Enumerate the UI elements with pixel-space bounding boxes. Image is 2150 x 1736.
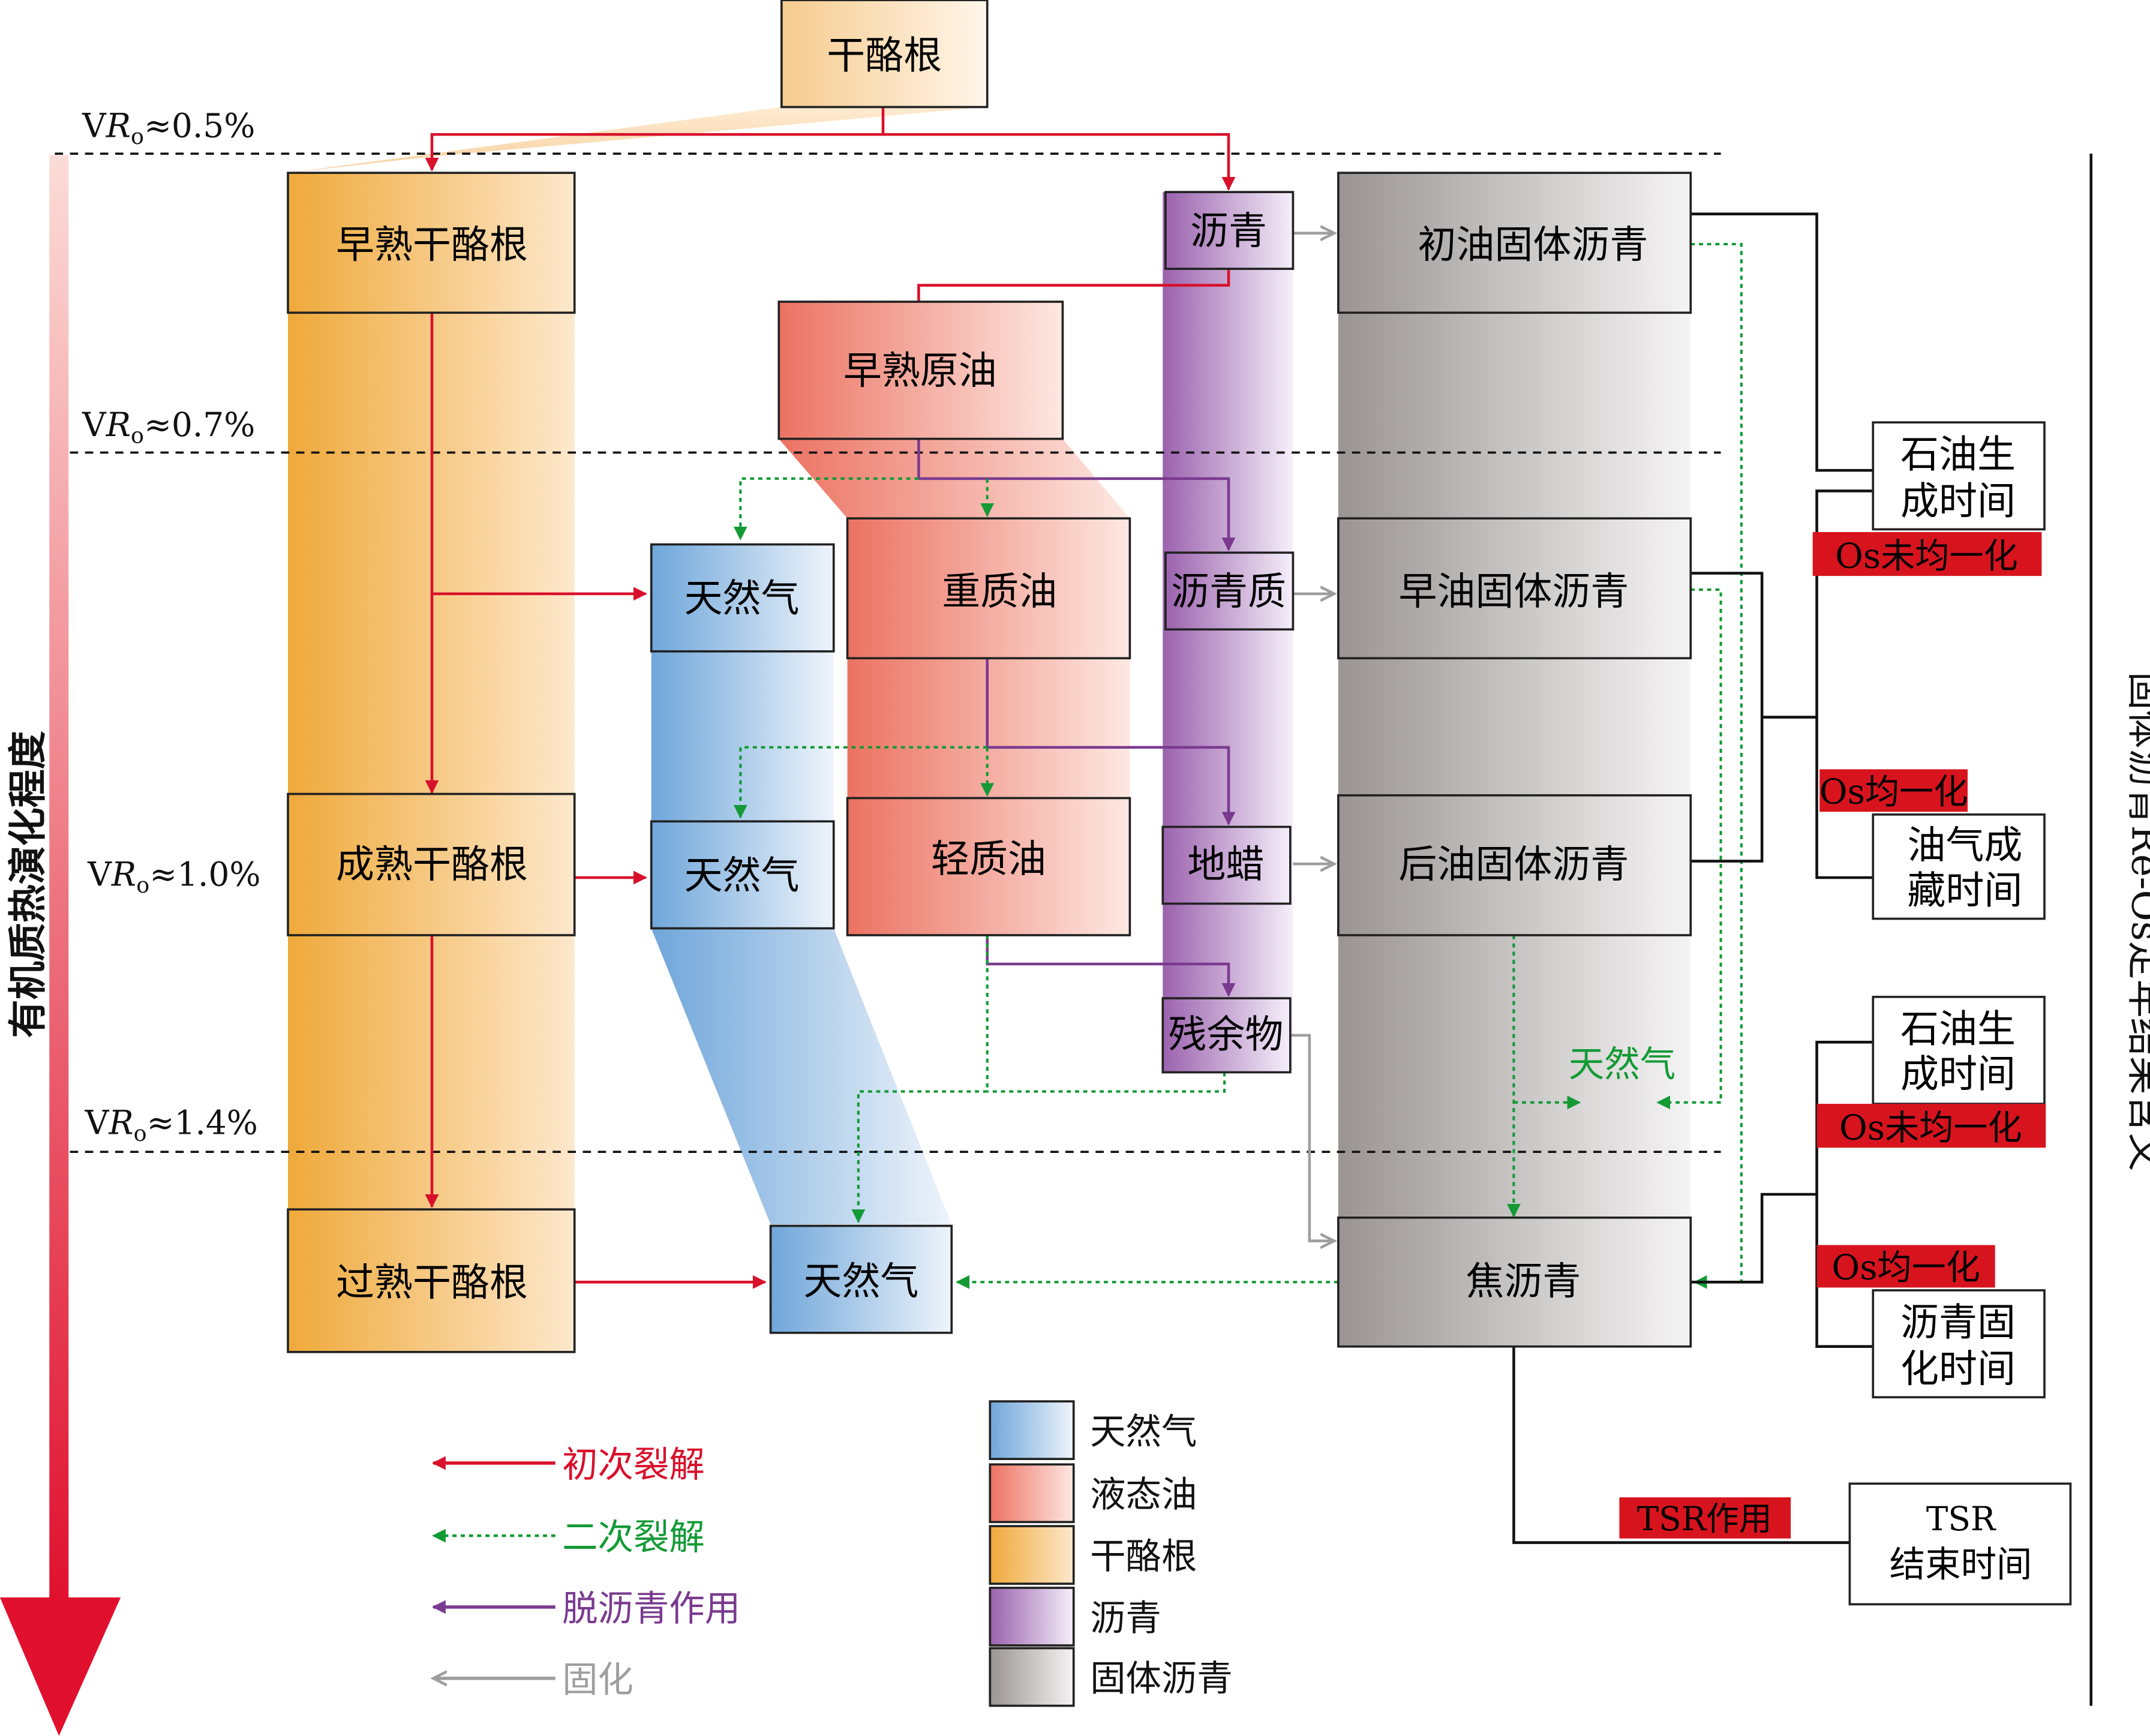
vr-label-07: VRo≈0.7%: [82, 406, 255, 448]
vr-label-14: VRo≈1.4%: [85, 1103, 258, 1146]
light-oil-box: 轻质油: [846, 797, 1131, 936]
late-solid-bitumen-box: 后油固体沥青: [1337, 794, 1692, 936]
solidification-line1: 沥青固: [1900, 1301, 2016, 1345]
initial-solid-bitumen-label: 初油固体沥青: [1418, 223, 1648, 268]
tag-os-homog-1-label: Os均一化: [1819, 773, 1968, 812]
legend-primary-cracking: 初次裂解: [562, 1444, 705, 1486]
asphaltene-box: 沥青质: [1164, 551, 1295, 631]
legend-solid-bitumen: 固体沥青: [1090, 1658, 1233, 1699]
legend-deasphalting: 脱沥青作用: [562, 1588, 740, 1630]
over-kerogen-label: 过熟干酪根: [336, 1261, 528, 1305]
tag-os-homogenized-2: Os均一化: [1816, 1245, 1995, 1288]
accumulation-line1: 油气成: [1907, 824, 2022, 868]
primary-cracking-arrows: [425, 107, 1236, 1289]
bitumen-box: 沥青: [1164, 191, 1295, 270]
wax-label: 地蜡: [1187, 843, 1264, 887]
gas-label-1: 天然气: [684, 577, 800, 621]
tsr-end-time-box: TSR 结束时间: [1848, 1482, 2072, 1606]
pyrobitumen-box: 焦沥青: [1337, 1217, 1692, 1348]
tag-os-not-homogenized-1: Os未均一化: [1812, 532, 2042, 576]
residue-label: 残余物: [1168, 1013, 1283, 1057]
tag-os-not-homog-2-label: Os未均一化: [1839, 1109, 2022, 1148]
accumulation-time-box: 油气成 藏时间: [1872, 813, 2046, 920]
evolution-axis-bar: [49, 155, 69, 1609]
gas-label-4: 天然气: [1569, 1044, 1675, 1085]
gas-box-3: 天然气: [769, 1224, 953, 1334]
oil-gen-1-line1: 石油生: [1900, 433, 2016, 477]
tag-tsr-label: TSR作用: [1637, 1500, 1772, 1538]
legend-secondary-cracking: 二次裂解: [562, 1517, 705, 1558]
legend-bitumen: 沥青: [1090, 1598, 1161, 1639]
vr-label-10: VRo≈1.0%: [87, 855, 260, 898]
deasphalting-arrows: [917, 438, 1236, 997]
pyrobitumen-label: 焦沥青: [1466, 1260, 1581, 1304]
bitumen-label: 沥青: [1190, 209, 1267, 254]
tag-os-homogenized-1: Os均一化: [1819, 769, 1968, 812]
tag-os-not-homog-1-label: Os未均一化: [1835, 536, 2018, 576]
kerogen-top-box: 干酪根: [780, 0, 989, 109]
meaning-connectors: [1512, 154, 2092, 1706]
early-oil-label: 早熟原油: [843, 349, 997, 394]
solidification-time-box: 沥青固 化时间: [1872, 1289, 2046, 1399]
legend-gas: 天然气: [1090, 1411, 1197, 1453]
legend-solidification: 固化: [562, 1660, 633, 1701]
solidification-line2: 化时间: [1900, 1347, 2016, 1392]
legend-arrows: 初次裂解 二次裂解 脱沥青作用 固化: [433, 1444, 740, 1701]
residue-box: 残余物: [1161, 997, 1292, 1074]
kerogen-top-label: 干酪根: [827, 34, 942, 78]
oil-generation-time-box-2: 石油生 成时间: [1872, 996, 2046, 1105]
early-solid-bitumen-label: 早油固体沥青: [1398, 570, 1629, 614]
oil-gen-1-line2: 成时间: [1900, 479, 2016, 524]
heavy-oil-box: 重质油: [846, 517, 1131, 660]
heavy-oil-label: 重质油: [942, 570, 1057, 614]
gas-label-3: 天然气: [803, 1260, 918, 1304]
bitumen-band: [1163, 192, 1293, 1070]
initial-solid-bitumen-box: 初油固体沥青: [1337, 172, 1692, 314]
mature-kerogen-box: 成熟干酪根: [287, 792, 576, 936]
late-solid-bitumen-label: 后油固体沥青: [1398, 843, 1629, 887]
wax-box: 地蜡: [1161, 825, 1292, 905]
tsr-end-line2: 结束时间: [1890, 1545, 2032, 1586]
oil-generation-time-box-1: 石油生 成时间: [1872, 421, 2046, 531]
oil-gen-2-line2: 成时间: [1900, 1053, 2016, 1097]
early-kerogen-box: 早熟干酪根: [287, 172, 576, 314]
legend-kerogen: 干酪根: [1090, 1536, 1197, 1578]
early-oil-box: 早熟原油: [777, 301, 1064, 440]
tsr-end-line1: TSR: [1926, 1500, 1996, 1538]
tag-os-not-homogenized-2: Os未均一化: [1816, 1104, 2046, 1148]
over-kerogen-box: 过熟干酪根: [287, 1208, 576, 1353]
evolution-axis-arrowhead: [0, 1597, 121, 1736]
gas-box-2: 天然气: [650, 820, 835, 930]
gas-box-1: 天然气: [650, 543, 835, 653]
legend-oil: 液态油: [1090, 1474, 1197, 1516]
gas-band-slant: [651, 928, 952, 1225]
meaning-title: 固体沥青Re-Os定年结果含义: [2122, 672, 2150, 1172]
asphaltene-label: 沥青质: [1171, 570, 1286, 614]
accumulation-line2: 藏时间: [1907, 869, 2022, 913]
gas-label-2: 天然气: [684, 854, 800, 898]
early-solid-bitumen-box: 早油固体沥青: [1337, 517, 1692, 660]
legend-fills: 天然气 液态油 干酪根 沥青 固体沥青: [989, 1400, 1233, 1707]
tag-os-homog-2-label: Os均一化: [1831, 1248, 1980, 1288]
mature-kerogen-label: 成熟干酪根: [336, 843, 528, 887]
oil-gen-2-line1: 石油生: [1900, 1007, 2016, 1052]
light-oil-label: 轻质油: [931, 837, 1046, 882]
vr-label-05: VRo≈0.5%: [82, 107, 255, 149]
evolution-axis-label: 有机质热演化程度: [6, 731, 51, 1038]
tag-tsr: TSR作用: [1619, 1497, 1791, 1539]
solidification-arrows: [1290, 233, 1334, 1241]
early-kerogen-label: 早熟干酪根: [336, 223, 528, 268]
